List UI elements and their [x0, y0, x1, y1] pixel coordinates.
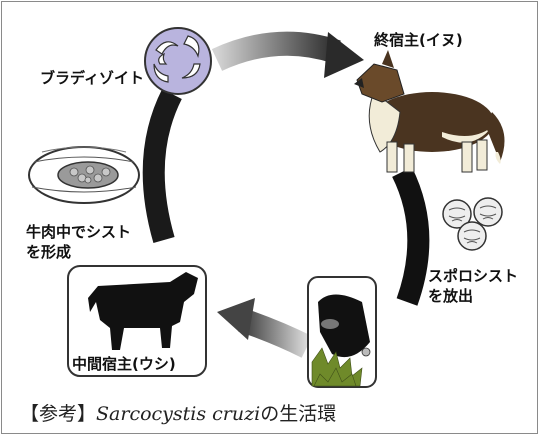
sporocyst-label-line2: を放出 [428, 286, 473, 306]
figure-caption: 【参考】Sarcocystis cruziの生活環 [20, 397, 336, 431]
sporocyst-icon [443, 198, 502, 250]
caption-species: Sarcocystis cruzi [96, 403, 260, 425]
dog-illustration [354, 50, 505, 172]
intermediate-host-label: 中間宿主(ウシ) [72, 354, 176, 374]
bradyzoite-label: ブラディゾイト [40, 68, 144, 88]
cow-head-grass-panel [308, 277, 376, 387]
beef-cyst-label-line2: を形成 [26, 242, 71, 262]
beef-cyst-label-line1: 牛肉中でシスト [26, 222, 131, 242]
beef-muscle-cyst [29, 147, 139, 203]
arrow-to-cow-head [402, 172, 418, 302]
definitive-host-label: 終宿主(イヌ) [374, 30, 463, 50]
caption-suffix: の生活環 [260, 403, 336, 425]
arrow-to-cow [217, 298, 307, 347]
arrow-to-dog [217, 32, 364, 78]
arrow-left-arc [154, 94, 172, 240]
bradyzoite-icon [145, 28, 211, 94]
sporocyst-label-line1: スポロシスト [428, 266, 518, 286]
caption-prefix: 【参考】 [20, 403, 96, 425]
